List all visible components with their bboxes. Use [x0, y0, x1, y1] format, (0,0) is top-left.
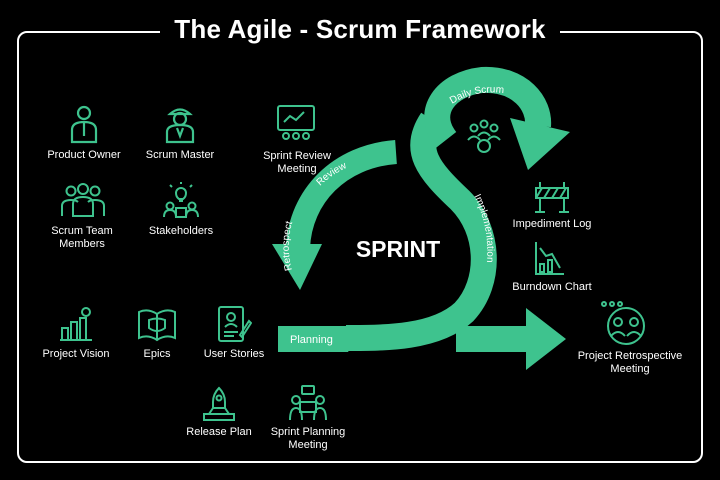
retrospect-label: Retrospect	[281, 220, 295, 272]
burndown-chart-label: Burndown Chart	[512, 281, 592, 293]
sprint-planning-meeting-icon	[289, 385, 327, 421]
project-vision-label: Project Vision	[42, 348, 110, 360]
scrum-master-icon	[165, 108, 195, 144]
daily-scrum-loop	[424, 66, 552, 149]
sprint-loop-band	[345, 112, 497, 351]
diagram-title-wrap: The Agile - Scrum Framework	[0, 14, 720, 45]
product-owner-label: Product Owner	[47, 149, 121, 161]
user-stories-icon	[218, 306, 252, 342]
burndown-chart-icon	[535, 242, 564, 275]
sprint-planning-meeting-label: Sprint Planning Meeting	[270, 426, 346, 451]
impediment-log-icon	[535, 182, 569, 213]
stakeholders-icon	[163, 182, 199, 218]
planning-label: Planning	[290, 334, 333, 346]
user-stories-label: User Stories	[203, 348, 265, 360]
project-retrospective-meeting-icon	[601, 301, 645, 345]
project-vision-icon	[60, 307, 92, 341]
daily-scrum-team-icon	[467, 119, 501, 153]
sprint-review-meeting-icon	[277, 105, 315, 140]
scrum-team-members-label: Scrum Team Members	[51, 225, 113, 250]
release-plan-icon	[203, 386, 235, 421]
impediment-log-label: Impediment Log	[512, 218, 592, 230]
retrospect-arrowhead	[272, 244, 322, 290]
sprint-label: SPRINT	[356, 236, 440, 262]
scrum-master-label: Scrum Master	[145, 149, 215, 161]
output-arrow	[456, 308, 566, 370]
epics-label: Epics	[143, 348, 171, 360]
stakeholders-label: Stakeholders	[148, 225, 214, 237]
daily-scrum-arrowhead	[510, 118, 570, 170]
review-retrospect-arc	[286, 140, 398, 249]
release-plan-label: Release Plan	[186, 426, 252, 438]
sprint-review-meeting-label: Sprint Review Meeting	[263, 150, 331, 175]
svg-text:Retrospect: Retrospect	[281, 220, 295, 272]
diagram-title: The Agile - Scrum Framework	[160, 14, 560, 44]
scrum-team-members-icon	[61, 183, 105, 217]
project-retrospective-meeting-label: Project Retrospective Meeting	[577, 350, 683, 375]
planning-block	[278, 326, 356, 352]
product-owner-icon	[70, 105, 98, 144]
epics-icon	[138, 309, 176, 342]
